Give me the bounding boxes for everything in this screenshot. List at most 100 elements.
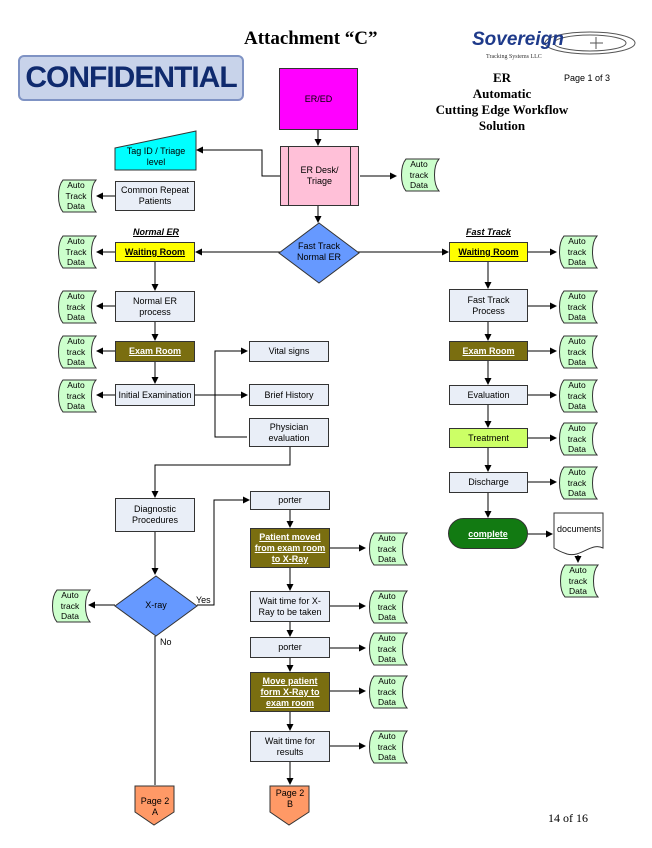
auto-track-label: Auto track Data [567,467,587,498]
auto-track-label: Auto track Data [567,380,587,411]
vital-signs: Vital signs [249,341,329,362]
stored-data-shape [559,290,598,324]
stored-data-shape [559,335,598,369]
common-repeat-node: Common Repeat Patients [115,181,195,211]
auto-track-data: Auto track Data [366,675,408,709]
treatment: Treatment [449,428,528,448]
auto-track-data: Auto track Data [557,564,599,598]
page-number: 14 of 16 [548,811,588,825]
logo-name: Sovereign [472,29,564,50]
documents-label: documents [556,524,602,534]
auto-track-data: Auto track Data [556,422,598,456]
decision-diamond [278,222,360,284]
auto-track-data: Auto track Data [556,466,598,500]
stored-data-shape [58,235,97,269]
stored-data-shape [369,532,408,566]
documents-shape [553,512,604,556]
er-desk-triage-node: ER Desk/ Triage [280,146,359,206]
stored-data-shape [560,564,599,598]
auto-track-data: Auto track Data [55,335,97,369]
stored-data-shape [369,590,408,624]
auto-track-label: Auto track Data [567,423,587,454]
stored-data-shape [58,290,97,324]
complete-terminator: complete [448,518,528,549]
move-patient-back: Move patient form X-Ray to exam room [250,672,330,712]
er-ed-node: ER/ED [279,68,358,130]
auto-track-data: Auto track Data [556,335,598,369]
tag-id-shape [114,130,197,171]
auto-track-label: Auto track Data [377,591,397,622]
logo-tagline: Tracking Systems LLC [486,54,542,60]
auto-track-label: Auto track Data [568,565,588,596]
stored-data-shape [559,379,598,413]
auto-track-data: Auto track Data [556,235,598,269]
auto-track-data: Auto track Data [556,379,598,413]
xray-no-label: No [160,637,172,647]
waiting-room-right: Waiting Room [449,242,528,262]
attachment-title: Attachment “C” [244,28,378,49]
offpage-b-shape [269,785,310,826]
stored-data-shape [369,730,408,764]
patient-moved-to-xray: Patient moved from exam room to X-Ray [250,528,330,568]
auto-track-data: Auto track Data [49,589,91,623]
title-line-2: Automatic [472,86,532,101]
auto-track-label: Auto track Data [409,159,429,190]
exam-room-right: Exam Room [449,341,528,361]
stored-data-shape [58,179,97,213]
normal-er-process: Normal ER process [115,291,195,322]
stored-data-shape [369,675,408,709]
auto-track-label: Auto track Data [567,291,587,322]
company-logo: Sovereign Tracking Systems LLC [470,27,640,65]
auto-track-label: Auto track Data [377,731,397,762]
wait-results: Wait time for results [250,731,330,762]
auto-track-label: Auto track Data [567,336,587,367]
stored-data-shape [58,379,97,413]
waiting-room-left: Waiting Room [115,242,195,262]
auto-track-data: Auto track Data [556,290,598,324]
stored-data-shape [369,632,408,666]
offpage-a-label: Page 2 A [140,796,170,817]
porter-2: porter [250,637,330,658]
discharge: Discharge [449,472,528,493]
stored-data-shape [559,466,598,500]
xray-yes-label: Yes [196,595,211,605]
decision-label: Fast Track Normal ER [296,241,341,262]
logo-graphic [544,31,636,55]
auto-track-data: Auto Track Data [55,235,97,269]
stored-data-shape [559,235,598,269]
document-title: ER Automatic Cutting Edge Workflow Solut… [418,70,586,134]
initial-examination: Initial Examination [115,384,195,406]
auto-track-data: Auto track Data [366,590,408,624]
auto-track-label: Auto track Data [377,533,397,564]
auto-track-data: Auto track Data [366,532,408,566]
evaluation: Evaluation [449,385,528,405]
page-indicator: Page 1 of 3 [564,73,611,83]
stored-data-shape [52,589,91,623]
fast-track-heading: Fast Track [466,227,511,237]
stored-data-shape [559,422,598,456]
stored-data-shape [58,335,97,369]
brief-history: Brief History [249,384,329,406]
auto-track-label: Auto track Data [60,590,80,621]
er-desk-left-bar [288,146,289,206]
exam-room-left: Exam Room [115,341,195,362]
auto-track-label: Auto track Data [66,291,86,322]
auto-track-label: Auto track Data [377,633,397,664]
offpage-a-shape [134,785,175,826]
auto-track-label: Auto track Data [66,380,86,411]
xray-label: X-ray [145,600,167,610]
title-line-3: Cutting Edge Workflow [435,102,569,117]
auto-track-label: Auto track Data [567,236,587,267]
normal-er-heading: Normal ER [133,227,180,237]
confidential-text: CONFIDENTIAL [25,61,237,94]
xray-diamond [114,575,198,637]
er-desk-right-bar [350,146,351,206]
offpage-b-label: Page 2 B [275,788,305,809]
fast-track-process: Fast Track Process [449,289,528,322]
auto-track-label: Auto Track Data [65,236,87,267]
auto-track-label: Auto track Data [66,336,86,367]
physician-evaluation: Physician evaluation [249,418,329,447]
tag-id-node: Tag ID / Triage level [126,146,186,167]
auto-track-data: Auto track Data [398,158,440,192]
